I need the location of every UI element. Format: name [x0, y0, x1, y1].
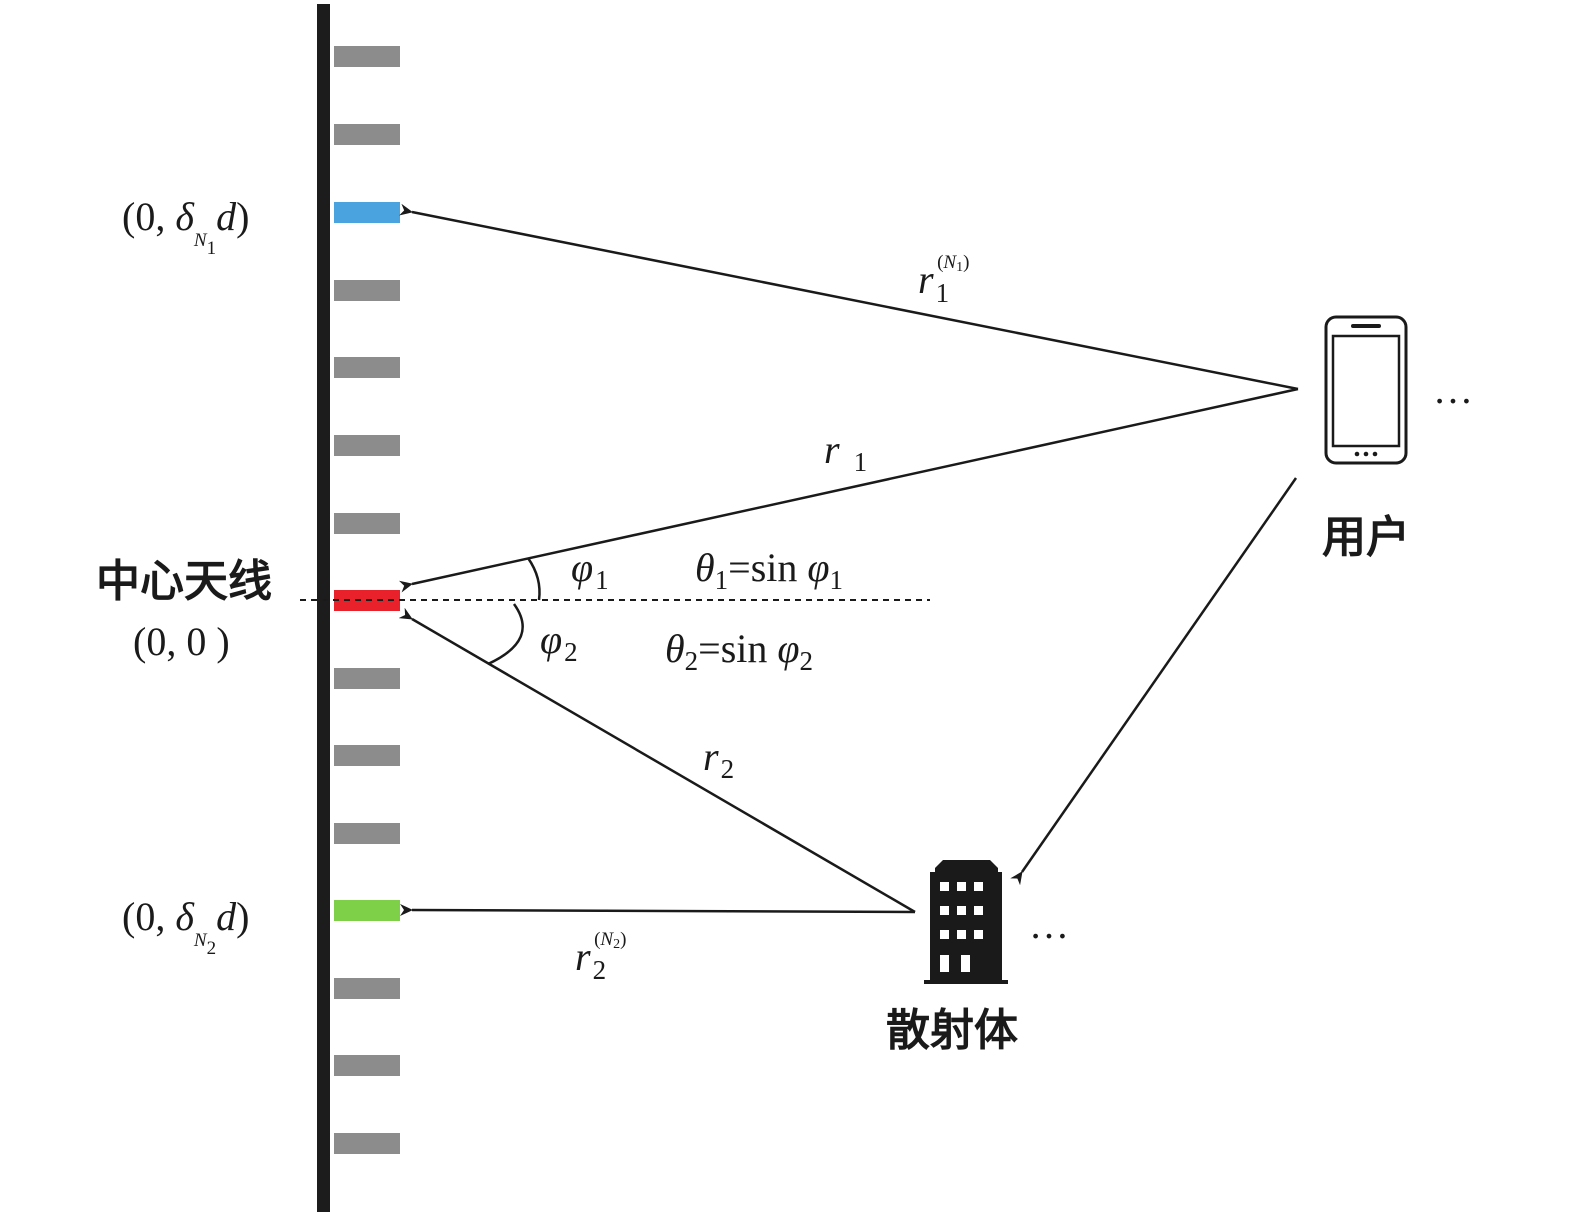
antenna-element	[334, 745, 400, 766]
antenna-element	[334, 124, 400, 145]
path-r2	[398, 607, 916, 914]
angle-arc-phi2	[487, 603, 524, 666]
coord-label-n1: (0, δN1d)	[122, 194, 249, 259]
angle-arc-phi1	[526, 557, 541, 601]
label-theta1: θ1=sin φ1	[695, 545, 843, 595]
label-phi2: φ2	[540, 617, 578, 667]
building-icon	[924, 860, 1008, 984]
center-antenna-label: 中心天线	[96, 556, 272, 607]
antenna-element-n2	[334, 900, 400, 921]
path-r1	[398, 387, 1299, 593]
scatterer-ellipsis: …	[1029, 902, 1069, 947]
center-coord-label: (0, 0 )	[133, 619, 230, 664]
antenna-element	[334, 1055, 400, 1076]
coord-label-n2: (0, δN2d)	[122, 894, 249, 959]
smartphone-icon	[1324, 315, 1408, 465]
antenna-elements	[334, 46, 400, 1154]
user-ellipsis: …	[1433, 367, 1473, 412]
antenna-element	[334, 46, 400, 67]
label-phi1: φ1	[571, 545, 609, 595]
antenna-element	[334, 823, 400, 844]
antenna-element	[334, 513, 400, 534]
label-r1-n1: r1(N1)	[918, 252, 969, 308]
antenna-element	[334, 1133, 400, 1154]
antenna-element-n1	[334, 202, 400, 223]
path-user-to-scatterer	[1010, 477, 1298, 886]
label-theta2: θ2=sin φ2	[665, 626, 813, 676]
antenna-element	[334, 435, 400, 456]
antenna-element	[334, 978, 400, 999]
antenna-element	[334, 668, 400, 689]
user-label: 用户	[1322, 512, 1410, 563]
path-r1-n1	[399, 203, 1299, 391]
scatterer-label: 散射体	[886, 1005, 1018, 1056]
label-r2: r2	[703, 734, 734, 784]
label-r2-n2: r2(N2)	[575, 929, 626, 985]
antenna-element	[334, 280, 400, 301]
antenna-element	[334, 357, 400, 378]
path-r2-n2	[399, 903, 916, 916]
antenna-array-bar	[317, 4, 330, 1212]
